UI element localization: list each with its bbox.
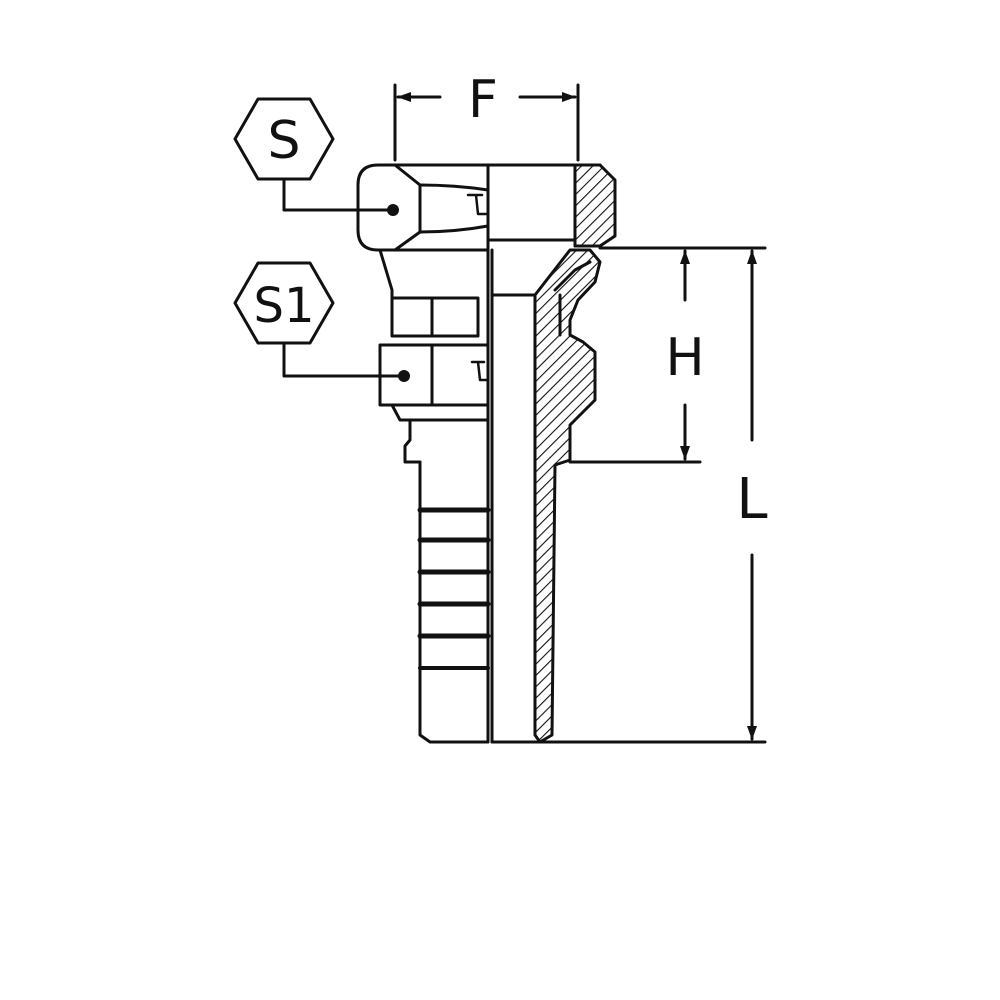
collar xyxy=(390,296,480,338)
s-leader xyxy=(282,178,395,212)
bore xyxy=(486,163,550,744)
label-s: S xyxy=(267,111,300,171)
nut-section xyxy=(486,163,617,248)
s1-leader-dot xyxy=(398,370,410,382)
label-h: H xyxy=(665,328,704,388)
label-s1: S1 xyxy=(253,278,314,334)
s1-leader xyxy=(282,343,406,378)
hose-tail xyxy=(403,418,491,744)
dimension-h xyxy=(568,246,702,464)
hex-body xyxy=(378,343,490,422)
label-l: L xyxy=(736,467,767,532)
dimension-l xyxy=(546,246,767,744)
neck xyxy=(378,248,490,302)
dimension-f xyxy=(393,83,580,162)
swivel-nut xyxy=(356,163,490,252)
stem-section xyxy=(533,248,602,744)
s-leader-dot xyxy=(387,204,399,216)
label-f: F xyxy=(468,70,498,130)
hex-badge-s1 xyxy=(233,261,335,345)
hex-badge-s xyxy=(233,97,335,181)
